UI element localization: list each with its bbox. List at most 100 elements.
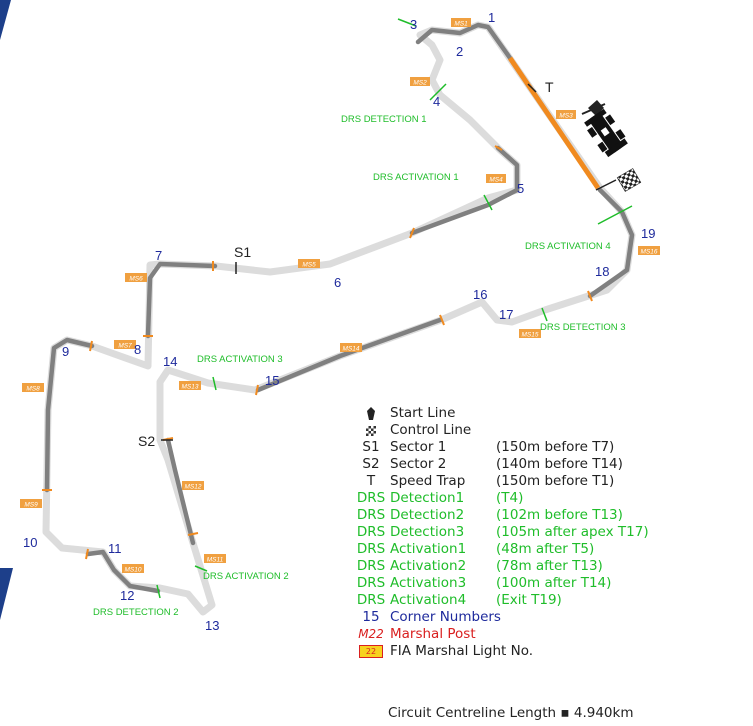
marshal-post-label: MS6 [129, 276, 143, 283]
legend-label: Start Line [390, 405, 456, 421]
legend-row-control-line: Control Line [352, 422, 732, 439]
sector-2-label: S2 [138, 433, 155, 449]
legend-row-marshal-light: 22 FIA Marshal Light No. [352, 643, 732, 660]
marshal-post-label: MS4 [489, 177, 503, 184]
section-tick [494, 145, 503, 151]
legend-symbol: DRS [356, 575, 386, 591]
legend-row-drs-activation-2: DRS Activation2 (78m after T13) [352, 558, 732, 575]
corner-number: 11 [108, 541, 122, 556]
marshal-post-label: MS3 [559, 113, 573, 120]
control-line-icon [595, 168, 642, 192]
track-section-t14-t15 [255, 317, 443, 393]
legend-row-drs-activation-4: DRS Activation4 (Exit T19) [352, 592, 732, 609]
legend-note: (150m before T7) [496, 439, 615, 455]
section-tick [255, 384, 259, 396]
drs-detection-3-line [541, 307, 548, 322]
legend-symbol: M22 [358, 627, 384, 641]
section-ticks [42, 145, 593, 560]
section-tick [89, 340, 93, 352]
drs-activation-1-line [483, 194, 493, 211]
legend-row-start-line: Start Line [352, 405, 732, 422]
legend-symbol: DRS [356, 558, 386, 574]
section-tick [409, 227, 415, 239]
legend: Start Line Control Line S1 Sector 1 (150… [352, 405, 732, 660]
edge-decoration-top [0, 0, 11, 40]
corner-numbers: 1 2 3 4 5 6 7 8 9 10 11 12 13 14 15 16 1… [23, 10, 655, 633]
corner-number: 10 [23, 535, 37, 550]
legend-symbol: DRS [356, 490, 386, 506]
legend-label: Activation1 [390, 541, 467, 557]
drs-detection-1-line [429, 83, 447, 101]
legend-row-drs-detection-2: DRS Detection2 (102m before T13) [352, 507, 732, 524]
legend-note: (78m after T13) [496, 558, 603, 574]
legend-row-drs-detection-3: DRS Detection3 (105m after apex T17) [352, 524, 732, 541]
track-section-t6-t7 [145, 261, 218, 339]
marshal-post-badge [114, 340, 136, 349]
sector-1-label: S1 [234, 244, 251, 260]
circuit-length: Circuit Centreline Length ▪ 4.940km [388, 705, 633, 721]
marshal-post-badge [638, 246, 660, 255]
corner-number: 12 [120, 588, 134, 603]
legend-note: (150m before T1) [496, 473, 615, 489]
track-section-t4-t5 [409, 145, 520, 236]
legend-symbol: DRS [356, 541, 386, 557]
legend-note: (T4) [496, 490, 524, 506]
legend-label: Detection2 [390, 507, 465, 523]
legend-row-sector-1: S1 Sector 1 (150m before T7) [352, 439, 732, 456]
corner-number: 18 [595, 264, 609, 279]
marshal-post-badge [22, 383, 44, 392]
car-icon [584, 108, 628, 158]
marshal-post-label: MS8 [26, 386, 40, 393]
marshal-post-label: MS13 [182, 384, 199, 391]
track-section-t18-t19 [587, 187, 635, 299]
marshal-post-badge [122, 564, 144, 573]
drs-activation-3-label: DRS ACTIVATION 3 [197, 354, 283, 365]
legend-label: Control Line [390, 422, 472, 438]
control-line-icon [352, 425, 390, 436]
track-outline [42, 21, 636, 616]
corner-number: 4 [433, 94, 440, 109]
corner-number: 19 [641, 226, 655, 241]
legend-row-drs-detection-1: DRS Detection1 (T4) [352, 490, 732, 507]
marshal-post-label: MS11 [207, 557, 224, 564]
corner-number: 14 [163, 354, 177, 369]
legend-row-drs-activation-1: DRS Activation1 (48m after T5) [352, 541, 732, 558]
marshal-post-badge [556, 110, 576, 119]
circuit-length-label: Circuit Centreline Length [388, 705, 557, 721]
legend-symbol: T [366, 473, 376, 489]
corner-number: 15 [265, 373, 279, 388]
drs-marker-t3 [397, 18, 417, 27]
corner-number: 13 [205, 618, 219, 633]
legend-row-marshal-post: M22 Marshal Post [352, 626, 732, 643]
drs-activation-2-line [194, 565, 208, 572]
track-dark-sections [44, 22, 635, 594]
section-tick [187, 532, 199, 536]
legend-symbol: 15 [362, 609, 380, 625]
corner-number: 9 [62, 344, 69, 359]
marshal-posts: MS1 MS2 MS3 MS4 MS5 MS6 MS7 MS8 MS9 MS10… [20, 18, 660, 574]
legend-label: Sector 1 [390, 439, 447, 455]
drs-detection-3-label: DRS DETECTION 3 [540, 322, 626, 333]
drs-lines [156, 18, 633, 599]
legend-row-speed-trap: T Speed Trap (150m before T1) [352, 473, 732, 490]
section-tick [85, 548, 89, 560]
circuit-length-value: 4.940km [573, 705, 634, 721]
corner-number: 1 [488, 10, 495, 25]
marshal-post-label: MS14 [343, 346, 360, 353]
speed-trap-mark [527, 83, 537, 93]
legend-note: (140m before T14) [496, 456, 623, 472]
marshal-post-badge [486, 174, 506, 183]
length-separator: ▪ [560, 705, 570, 721]
sector-marks [161, 83, 537, 441]
corner-number: 8 [134, 342, 141, 357]
legend-label: Activation3 [390, 575, 467, 591]
marshal-post-label: MS1 [454, 21, 468, 28]
track-section-t11-t12 [85, 549, 161, 594]
speed-trap-label: T [545, 79, 554, 95]
legend-note: (100m after T14) [496, 575, 612, 591]
section-tick [587, 290, 593, 302]
drs-detection-2-line [156, 584, 161, 599]
main-straight [507, 56, 601, 190]
corner-number: 5 [517, 181, 524, 196]
